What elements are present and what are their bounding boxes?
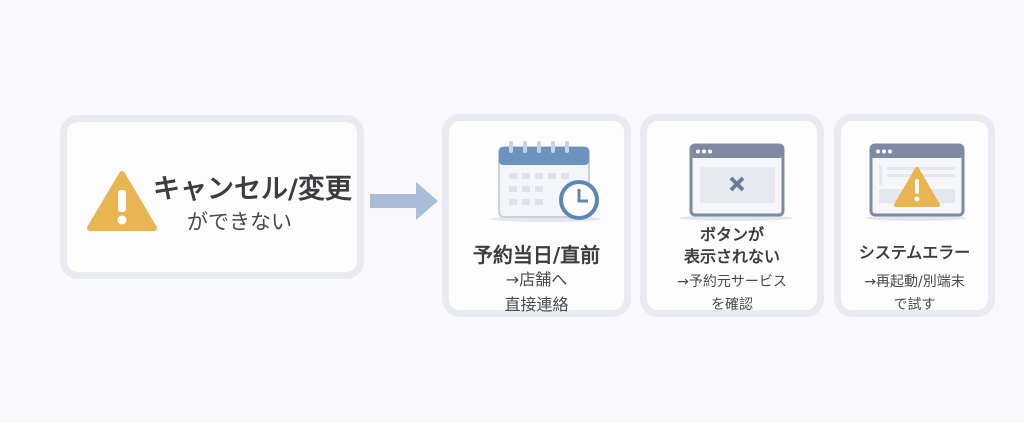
case-card-same-day: 予約当日/直前 →店舗へ 直接連絡 xyxy=(442,114,631,317)
case-line: →予約元サービス xyxy=(677,274,787,290)
calendar-clock-icon xyxy=(491,139,606,224)
case-card-system-error: システムエラー →再起動/別端末 で試す xyxy=(834,114,995,317)
case-title: ボタンが xyxy=(699,225,764,244)
case-title: 表示されない xyxy=(683,247,780,266)
case-line: を確認 xyxy=(711,297,753,313)
case-line: →再起動/別端末 xyxy=(864,274,965,290)
case-title: システムエラー xyxy=(858,243,971,262)
problem-card: キャンセル/変更 ができない xyxy=(60,115,364,279)
case-line: →店舗へ xyxy=(505,270,568,289)
case-line: で試す xyxy=(893,297,936,313)
case-line: 直接連絡 xyxy=(504,295,569,314)
case-card-no-button: ボタンが 表示されない →予約元サービス を確認 xyxy=(640,114,824,317)
case-title: 予約当日/直前 xyxy=(472,243,601,267)
arrow-icon xyxy=(370,182,438,220)
warning-icon xyxy=(87,170,157,232)
problem-subtitle: ができない xyxy=(187,210,292,234)
browser-warning-icon xyxy=(861,141,971,221)
browser-x-icon xyxy=(680,141,792,221)
problem-title: キャンセル/変更 xyxy=(153,174,352,205)
